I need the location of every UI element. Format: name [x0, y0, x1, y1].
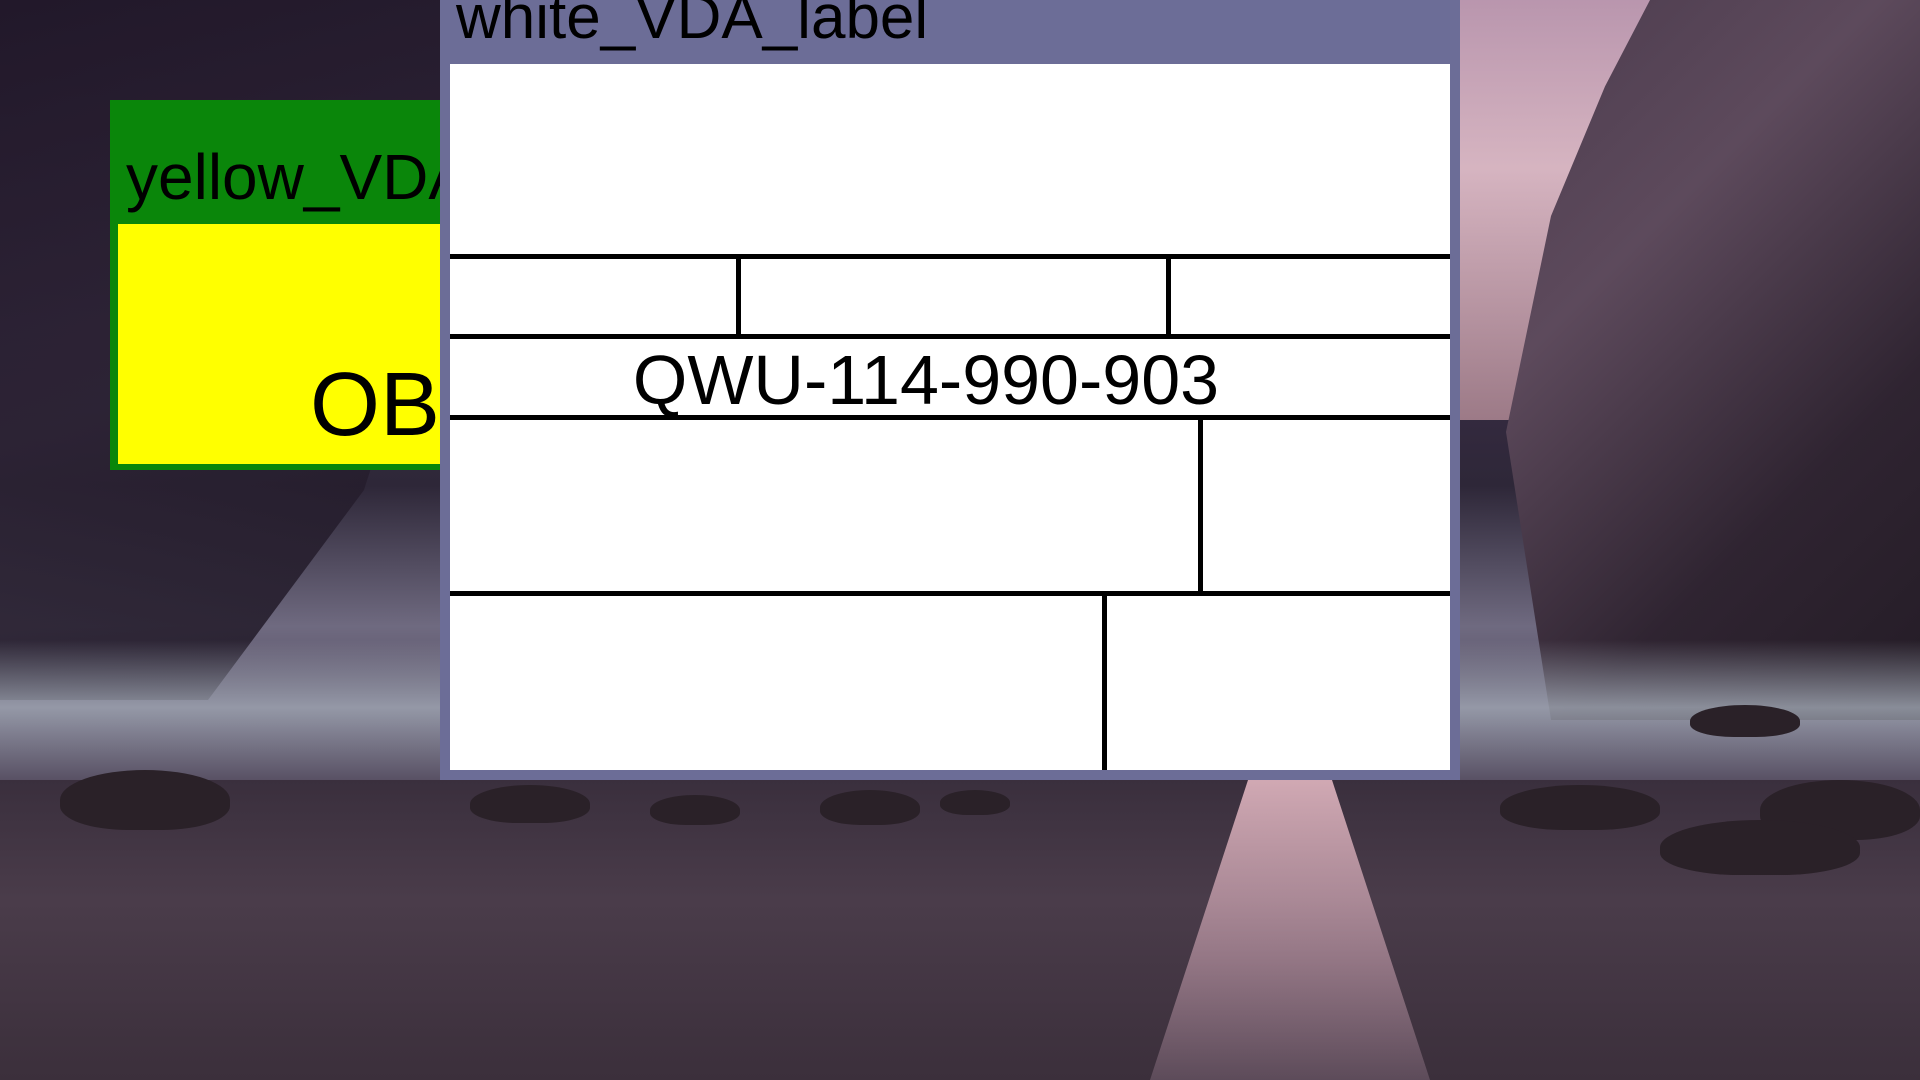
wallpaper-rock: [1690, 705, 1800, 737]
wallpaper-rock: [1660, 820, 1860, 875]
wallpaper-rock: [470, 785, 590, 823]
wallpaper-rock: [940, 790, 1010, 815]
form-divider: [1102, 591, 1107, 770]
wallpaper-rock: [650, 795, 740, 825]
wallpaper-rock: [1500, 785, 1660, 830]
window-title[interactable]: white_VDA_label: [456, 0, 929, 52]
label-form: QWU-114-990-903: [450, 64, 1450, 770]
wallpaper-beach: [0, 780, 1920, 1080]
wallpaper-rock: [60, 770, 230, 830]
form-divider: [450, 254, 1450, 259]
form-divider: [1198, 415, 1203, 593]
form-divider: [736, 254, 741, 334]
form-divider: [450, 591, 1450, 596]
form-divider: [450, 415, 1450, 420]
form-divider: [450, 334, 1450, 339]
form-divider: [1166, 254, 1171, 334]
white-vda-label-window[interactable]: white_VDA_label QWU-114-990-903: [440, 0, 1460, 780]
label-text: OB: [310, 355, 441, 455]
wallpaper-rock: [820, 790, 920, 825]
label-code: QWU-114-990-903: [632, 341, 1220, 419]
